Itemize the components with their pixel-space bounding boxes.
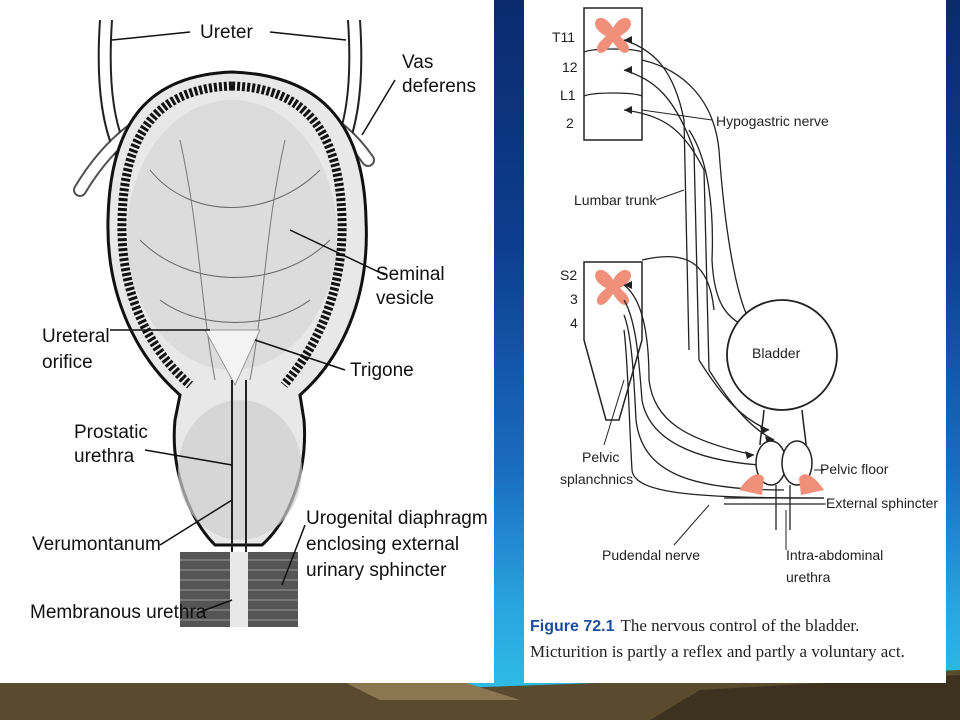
label-urogenital-2: enclosing external (306, 534, 459, 555)
label-urogenital-3: urinary sphincter (306, 560, 447, 581)
figure-caption-text: The nervous control of the bladder. Mict… (530, 616, 905, 661)
label-l2: 2 (566, 115, 574, 131)
label-trigone: Trigone (350, 360, 414, 381)
label-seminal-vesicle-1: Seminal (376, 264, 445, 285)
label-vas-deferens-1: Vas (402, 52, 433, 73)
spinal-gray-matter-upper (595, 17, 631, 53)
nervous-control-diagram: T11 12 L1 2 Hypogastric nerve Lumbar tru… (552, 7, 938, 585)
label-t12: 12 (562, 59, 578, 75)
label-seminal-vesicle-2: vesicle (376, 288, 434, 309)
label-l1: L1 (560, 87, 576, 103)
label-vas-deferens-2: deferens (402, 76, 476, 97)
label-urogenital-1: Urogenital diaphragm (306, 508, 488, 529)
figure-label: Figure 72.1 (530, 618, 615, 635)
label-pelvic-splanchnics-1: Pelvic (582, 449, 619, 465)
label-lumbar-trunk: Lumbar trunk (574, 192, 657, 208)
label-external-sphincter: External sphincter (826, 495, 938, 511)
label-s4: 4 (570, 315, 578, 331)
label-intra-abdominal-2: urethra (786, 569, 831, 585)
label-ureter: Ureter (200, 22, 253, 43)
label-pelvic-floor: Pelvic floor (820, 461, 889, 477)
label-membranous-urethra: Membranous urethra (30, 602, 207, 623)
label-ureteral-orifice-2: orifice (42, 352, 93, 373)
label-t11: T11 (552, 29, 575, 45)
nervous-control-panel: T11 12 L1 2 Hypogastric nerve Lumbar tru… (524, 0, 946, 683)
label-pelvic-splanchnics-2: splanchnics (560, 471, 633, 487)
label-hypogastric-nerve: Hypogastric nerve (716, 113, 829, 129)
label-verumontanum: Verumontanum (32, 534, 161, 555)
label-intra-abdominal-1: Intra-abdominal (786, 547, 883, 563)
label-s2: S2 (560, 267, 577, 283)
label-pudendal-nerve: Pudendal nerve (602, 547, 700, 563)
label-s3: 3 (570, 291, 578, 307)
label-ureteral-orifice-1: Ureteral (42, 326, 110, 347)
label-prostatic-urethra-2: urethra (74, 446, 135, 467)
bladder-anatomy-diagram: Ureter Vas deferens Seminal vesicle Uret… (30, 19, 488, 627)
spinal-gray-matter-sacral (595, 269, 631, 305)
bladder-anatomy-panel: Ureter Vas deferens Seminal vesicle Uret… (0, 0, 494, 683)
label-bladder: Bladder (752, 345, 801, 361)
label-prostatic-urethra-1: Prostatic (74, 422, 148, 443)
